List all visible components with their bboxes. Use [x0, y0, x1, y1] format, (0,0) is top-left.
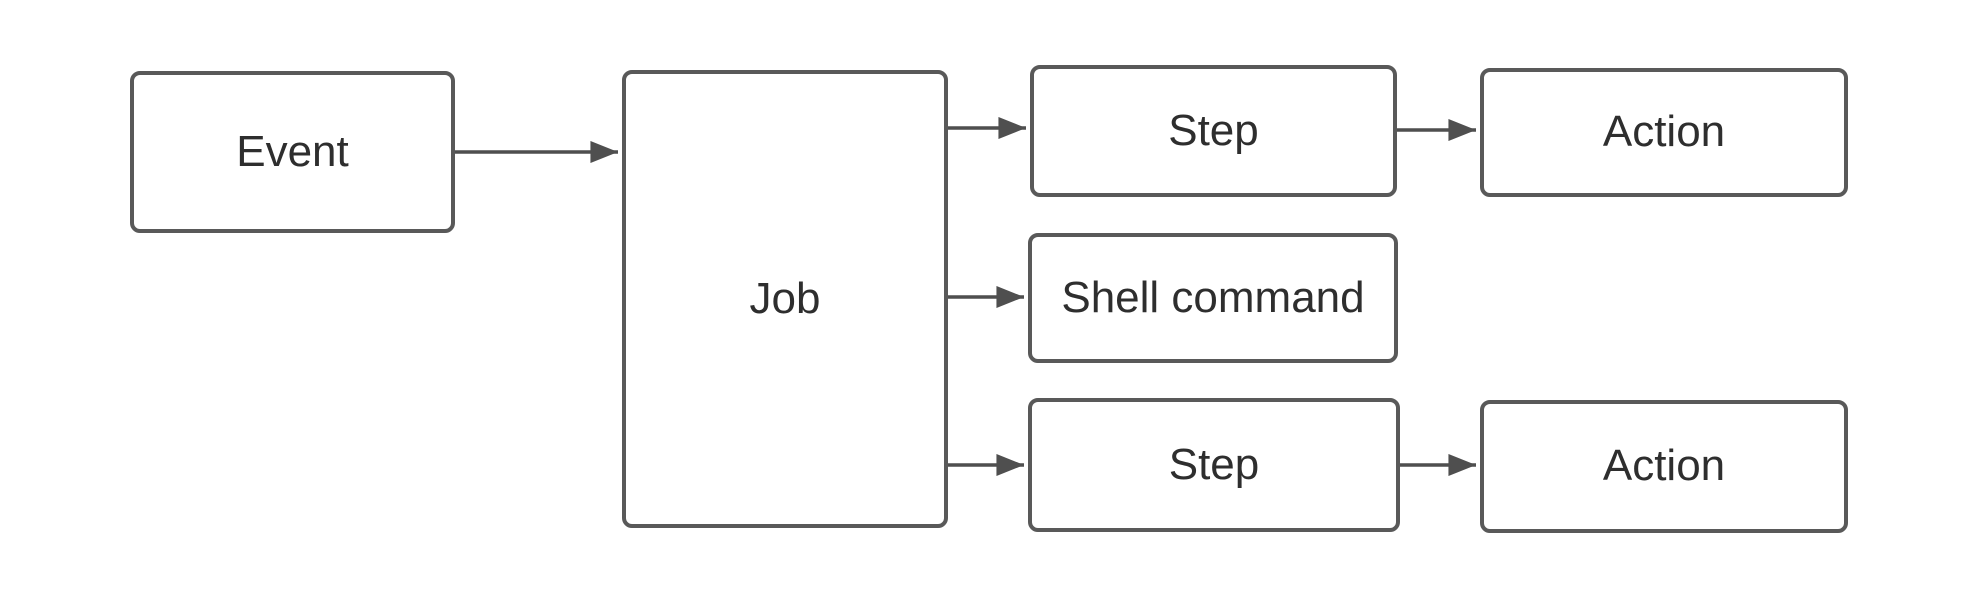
node-shell-command-label: Shell command [1061, 272, 1365, 322]
node-action-top-label: Action [1602, 107, 1726, 157]
node-action-top: Action [1480, 68, 1848, 197]
node-step-top-label: Step [1168, 105, 1259, 155]
node-action-bottom-label: Action [1602, 441, 1726, 491]
node-job-label: Job [749, 273, 821, 323]
node-action-bottom: Action [1480, 400, 1848, 533]
node-shell-command: Shell command [1028, 233, 1398, 363]
node-step-top: Step [1030, 65, 1397, 197]
node-step-bottom-label: Step [1168, 439, 1260, 489]
node-job: Job [622, 70, 948, 528]
node-step-bottom: Step [1028, 398, 1400, 532]
node-event: Event [130, 71, 455, 233]
node-event-label: Event [236, 126, 349, 176]
